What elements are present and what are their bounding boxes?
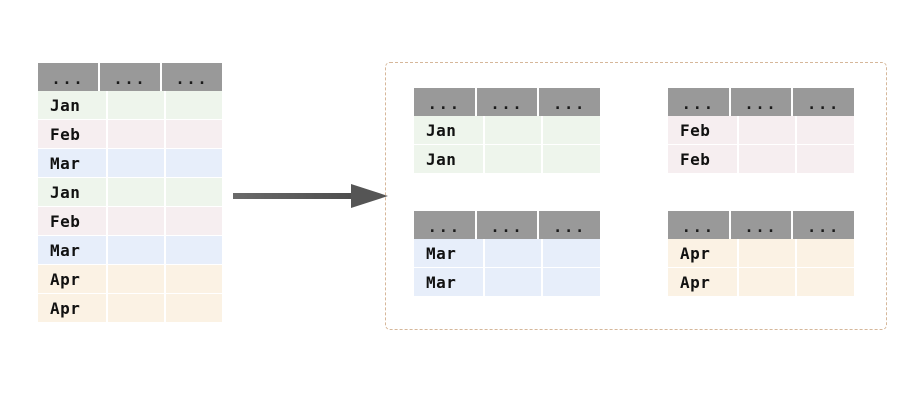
cell-column-2 bbox=[108, 149, 166, 178]
cell-column-3 bbox=[166, 91, 222, 120]
cell-column-3 bbox=[797, 239, 855, 268]
column-header-1: ... bbox=[668, 211, 731, 239]
table-row: Apr bbox=[668, 268, 855, 297]
table-row: Feb bbox=[38, 207, 222, 236]
table-row: Jan bbox=[38, 178, 222, 207]
cell-month-label: Feb bbox=[38, 120, 108, 149]
cell-column-2 bbox=[738, 116, 798, 145]
table-row: Jan bbox=[414, 116, 601, 145]
table-row: Feb bbox=[668, 145, 855, 174]
cell-month-label: Mar bbox=[38, 236, 108, 265]
cell-column-3 bbox=[166, 178, 222, 207]
table-header-row: ......... bbox=[414, 211, 601, 239]
cell-column-2 bbox=[108, 207, 166, 236]
column-header-3: ... bbox=[793, 211, 855, 239]
column-header-2: ... bbox=[476, 88, 540, 116]
cell-month-label: Jan bbox=[38, 178, 108, 207]
cell-column-3 bbox=[797, 268, 855, 297]
cell-month-label: Apr bbox=[38, 265, 108, 294]
column-header-2: ... bbox=[100, 63, 162, 91]
cell-column-2 bbox=[738, 239, 798, 268]
table-header-row: ......... bbox=[38, 63, 222, 91]
cell-column-2 bbox=[108, 120, 166, 149]
cell-column-2 bbox=[484, 268, 544, 297]
table-row: Mar bbox=[414, 239, 601, 268]
cell-column-2 bbox=[484, 116, 544, 145]
cell-column-3 bbox=[797, 116, 855, 145]
table-row: Apr bbox=[668, 239, 855, 268]
cell-month-label: Jan bbox=[414, 145, 485, 174]
cell-month-label: Apr bbox=[668, 239, 739, 268]
column-header-3: ... bbox=[539, 88, 601, 116]
cell-column-3 bbox=[166, 265, 222, 294]
column-header-3: ... bbox=[162, 63, 222, 91]
column-header-3: ... bbox=[539, 211, 601, 239]
cell-column-3 bbox=[166, 149, 222, 178]
column-header-1: ... bbox=[668, 88, 731, 116]
column-header-2: ... bbox=[730, 88, 794, 116]
cell-month-label: Apr bbox=[668, 268, 739, 297]
cell-column-3 bbox=[166, 120, 222, 149]
cell-month-label: Jan bbox=[414, 116, 485, 145]
cell-column-3 bbox=[543, 116, 601, 145]
cell-column-3 bbox=[166, 207, 222, 236]
table-header-row: ......... bbox=[414, 88, 601, 116]
cell-column-3 bbox=[797, 145, 855, 174]
cell-column-2 bbox=[108, 265, 166, 294]
cell-month-label: Jan bbox=[38, 91, 108, 120]
cell-column-2 bbox=[108, 294, 166, 323]
cell-column-2 bbox=[738, 145, 798, 174]
group-container bbox=[385, 62, 887, 330]
cell-month-label: Feb bbox=[38, 207, 108, 236]
column-header-1: ... bbox=[414, 211, 477, 239]
cell-column-3 bbox=[543, 268, 601, 297]
cell-column-2 bbox=[484, 239, 544, 268]
table-row: Apr bbox=[38, 294, 222, 323]
table-row: Mar bbox=[38, 149, 222, 178]
table-row: Feb bbox=[38, 120, 222, 149]
cell-column-3 bbox=[543, 145, 601, 174]
cell-column-2 bbox=[484, 145, 544, 174]
column-header-1: ... bbox=[38, 63, 100, 91]
cell-column-2 bbox=[108, 178, 166, 207]
column-header-2: ... bbox=[730, 211, 794, 239]
cell-column-2 bbox=[108, 91, 166, 120]
cell-column-2 bbox=[738, 268, 798, 297]
column-header-2: ... bbox=[476, 211, 540, 239]
table-row: Jan bbox=[414, 145, 601, 174]
cell-month-label: Mar bbox=[414, 239, 485, 268]
table-row: Apr bbox=[38, 265, 222, 294]
table-row: Jan bbox=[38, 91, 222, 120]
cell-column-2 bbox=[108, 236, 166, 265]
cell-month-label: Mar bbox=[414, 268, 485, 297]
table-row: Mar bbox=[414, 268, 601, 297]
transform-arrow-icon bbox=[233, 183, 389, 209]
cell-month-label: Mar bbox=[38, 149, 108, 178]
cell-month-label: Apr bbox=[38, 294, 108, 323]
column-header-3: ... bbox=[793, 88, 855, 116]
cell-month-label: Feb bbox=[668, 145, 739, 174]
table-header-row: ......... bbox=[668, 211, 855, 239]
cell-column-3 bbox=[166, 294, 222, 323]
cell-month-label: Feb bbox=[668, 116, 739, 145]
column-header-1: ... bbox=[414, 88, 477, 116]
table-header-row: ......... bbox=[668, 88, 855, 116]
cell-column-3 bbox=[543, 239, 601, 268]
cell-column-3 bbox=[166, 236, 222, 265]
table-row: Feb bbox=[668, 116, 855, 145]
table-row: Mar bbox=[38, 236, 222, 265]
